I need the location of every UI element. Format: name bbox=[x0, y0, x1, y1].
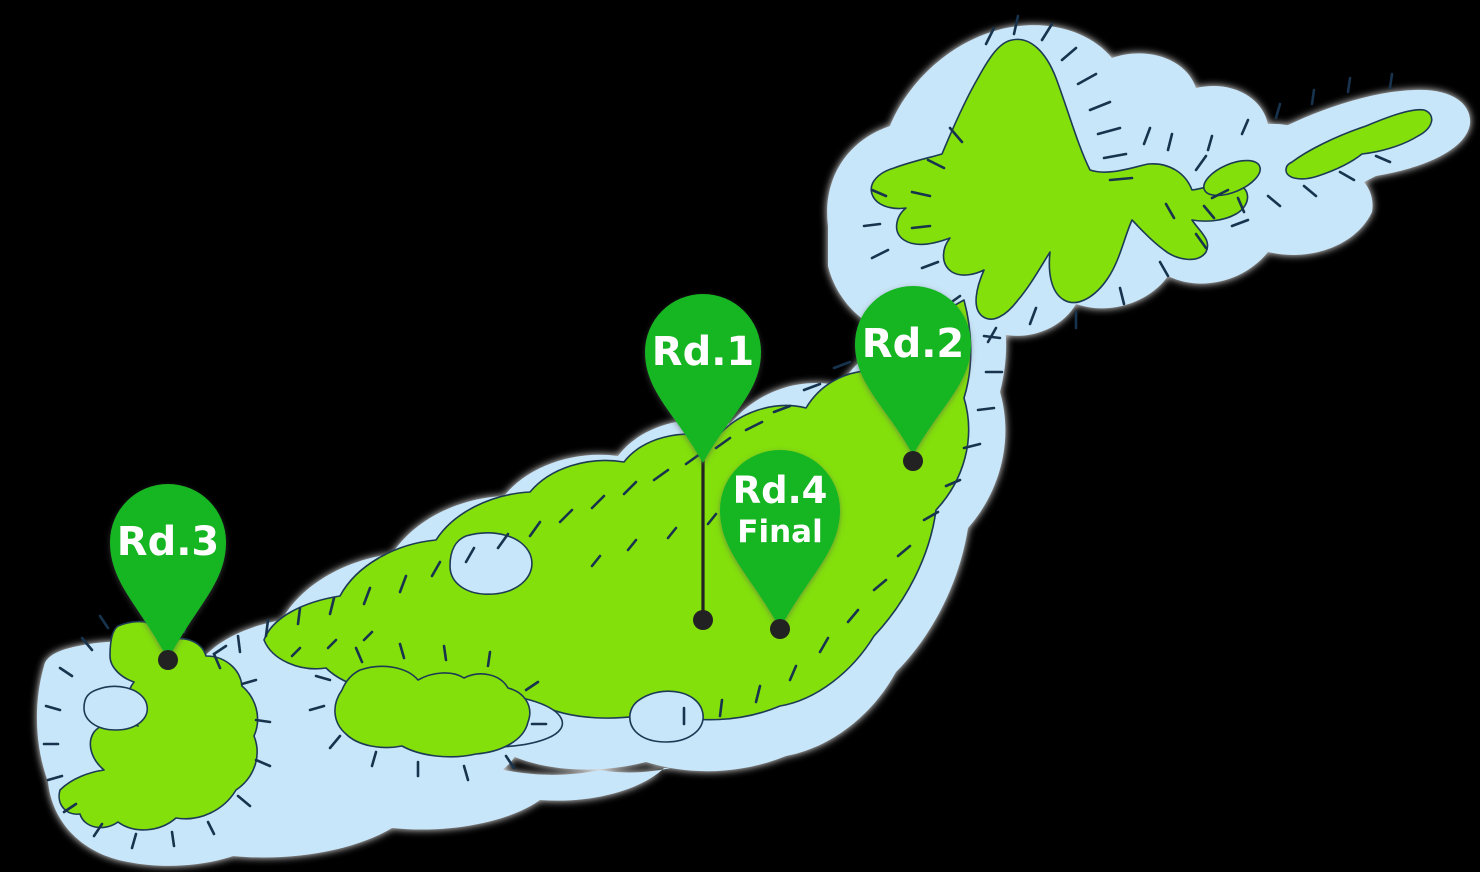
pin-label-rd3: Rd.3 bbox=[117, 519, 219, 565]
land-honshu-ise-notch bbox=[629, 690, 704, 743]
land-hokkaido bbox=[870, 38, 1249, 320]
pin-dot-rd2[interactable] bbox=[903, 451, 923, 471]
land-shikoku bbox=[334, 665, 531, 758]
pin-dot-rd4[interactable] bbox=[770, 619, 790, 639]
land-layer bbox=[58, 38, 1433, 831]
pin-sublabel-rd4: Final bbox=[737, 514, 822, 550]
pin-shape-rd4[interactable] bbox=[720, 450, 840, 629]
map-pins: Rd.1 Rd.2 Rd.3 Rd.4 Final bbox=[109, 286, 971, 670]
land-kyushu-inlet bbox=[83, 685, 149, 731]
pin-label-rd2: Rd.2 bbox=[862, 321, 964, 367]
land-island-large bbox=[1285, 108, 1433, 180]
pin-shape-rd1[interactable] bbox=[645, 294, 761, 463]
land-honshu-bay-notch bbox=[450, 532, 532, 595]
map-pin-rd1[interactable]: Rd.1 bbox=[645, 294, 761, 630]
pin-dot-rd3[interactable] bbox=[158, 650, 178, 670]
land-island-small bbox=[1203, 159, 1261, 197]
pin-dot-rd1[interactable] bbox=[693, 610, 713, 630]
map-pin-rd4[interactable]: Rd.4 Final bbox=[720, 450, 840, 639]
land-honshu-bay-notch-outline bbox=[449, 532, 533, 595]
map-pin-rd2[interactable]: Rd.2 bbox=[855, 286, 971, 471]
pin-label-rd4: Rd.4 bbox=[733, 469, 828, 512]
map-pin-rd3[interactable]: Rd.3 bbox=[109, 483, 226, 670]
pin-shape-rd2[interactable] bbox=[855, 286, 971, 455]
pin-shape-rd3[interactable] bbox=[109, 483, 226, 660]
pin-label-rd1: Rd.1 bbox=[652, 329, 754, 375]
